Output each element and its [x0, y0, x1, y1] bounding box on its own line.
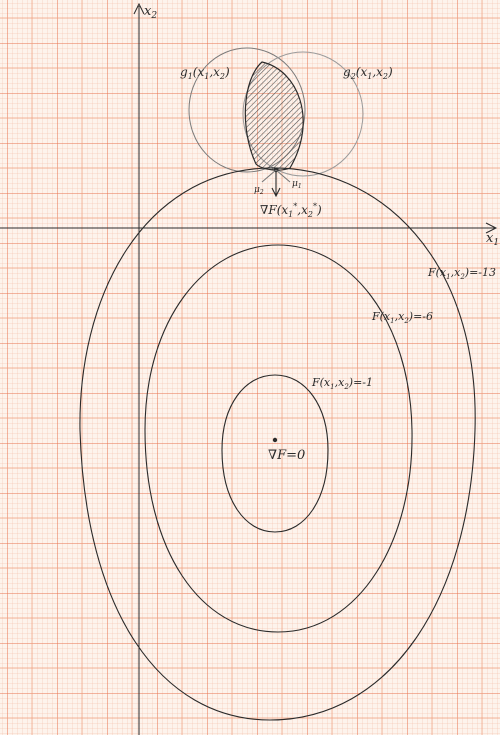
grad-f-optimum-label: ∇F(x1*,x2*) — [260, 202, 322, 219]
contour-level-6 — [144, 244, 413, 633]
constraint-g1-circle — [188, 47, 306, 173]
x2-axis-label: x2 — [144, 4, 157, 21]
center-gradient-label: ∇F=0 — [268, 448, 305, 463]
contour-13-label: F(x1,x2)=-13 — [427, 266, 496, 281]
contour-level-13 — [79, 167, 476, 721]
g2-label: g2(x1,x2) — [343, 65, 393, 81]
contour-6-label: F(x1,x2)=-6 — [371, 310, 433, 325]
x1-axis-label: x1 — [486, 231, 499, 248]
contour-level-1 — [221, 374, 329, 533]
optimum-vectors — [261, 167, 291, 198]
mu2-vector — [261, 169, 277, 183]
contour-1-label: F(x1,x2)=-1 — [311, 376, 373, 391]
mu1-vector — [275, 169, 291, 183]
stationary-point — [272, 437, 278, 443]
x2-axis-arrow — [133, 2, 145, 15]
grad-f-arrowhead — [271, 187, 281, 198]
mu2-label: μ2 — [254, 185, 264, 196]
mu1-label: μ1 — [292, 179, 302, 190]
constraint-g2-circle — [242, 51, 364, 177]
x1-axis-arrow — [485, 222, 498, 234]
g1-label: g1(x1,x2) — [180, 65, 230, 81]
